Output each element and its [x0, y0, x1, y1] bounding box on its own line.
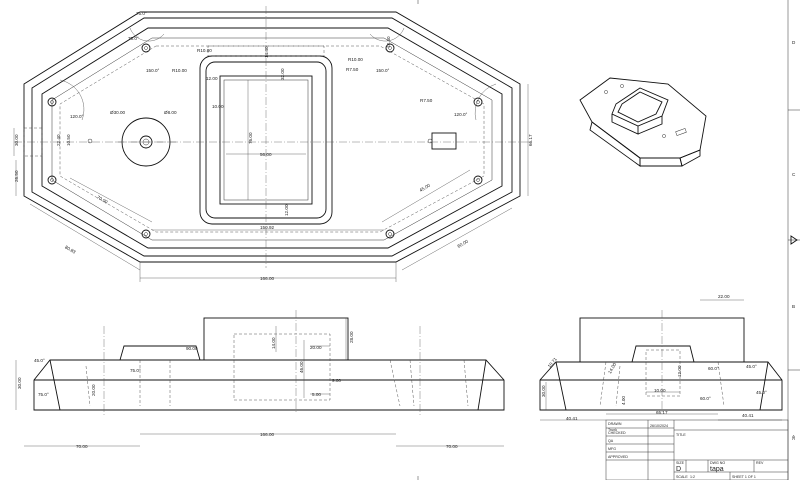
- dim-text: 10.50: [66, 134, 71, 146]
- mount-hole: [47, 97, 57, 107]
- side-view: 22.00 10.71 14.00 30.00 60.0° 45.0° 60.0…: [539, 294, 783, 421]
- dim-text: 45.0°: [746, 364, 757, 369]
- dim-text: Ø30.00: [110, 110, 126, 115]
- dim-text: 10.71: [547, 356, 559, 368]
- mount-hole: [385, 43, 395, 53]
- row-marker-a: A: [792, 434, 796, 439]
- dim-text: 10.00: [654, 388, 666, 393]
- row-marker-c: C: [792, 172, 796, 177]
- dim-text: 5.00: [312, 392, 321, 397]
- dim-text: 28.00: [349, 331, 354, 343]
- dim-text: 70.00: [76, 444, 88, 449]
- dim-text: 60.00: [457, 239, 470, 249]
- rev-label: REV: [756, 461, 764, 465]
- dim-text: 12.00: [284, 204, 289, 216]
- dim-text: 166.00: [260, 276, 274, 281]
- dim-text: 66.17: [528, 134, 533, 146]
- dim-text: 65.17: [656, 410, 668, 415]
- dim-text: 60.0°: [708, 366, 719, 371]
- dim-text: 150.0°: [146, 68, 159, 73]
- dim-text: 70.00: [96, 195, 109, 205]
- dim-text: 12.00: [677, 365, 682, 377]
- top-view: 75.0° 75.0° 150.0° R10.00 R10.00 14.40 1…: [13, 6, 533, 282]
- dim-text: 30.00: [17, 377, 22, 389]
- dim-text: R10.00: [197, 48, 212, 53]
- dim-text: 75.0°: [130, 368, 141, 373]
- dim-text: Ø8.00: [164, 110, 177, 115]
- dim-text: 120.0°: [70, 114, 83, 119]
- dim-text: 22.40: [56, 134, 61, 146]
- dim-text: 70.00: [446, 444, 458, 449]
- dim-text: 60.0°: [700, 396, 711, 401]
- dim-text: 26.50: [14, 170, 19, 182]
- dim-text: 75.0°: [38, 392, 49, 397]
- dwg-label: DWG NO: [710, 461, 725, 465]
- sheet-value: SHEET 1 OF 1: [732, 475, 756, 479]
- dim-text: 46.00: [299, 361, 304, 373]
- dim-text: 14.00: [607, 362, 617, 375]
- size-value: D: [676, 466, 681, 473]
- dim-text: 56.00: [260, 152, 272, 157]
- mount-hole: [47, 175, 57, 185]
- isometric-view: [579, 77, 707, 167]
- qa-label: QA: [608, 439, 614, 443]
- dwg-value: tapa: [710, 466, 724, 473]
- dim-text: 20.00: [91, 384, 96, 396]
- mfg-label: MFG: [608, 447, 616, 451]
- dim-text: 80.83: [64, 245, 77, 255]
- drawn-date: 26/10/2024: [650, 424, 668, 428]
- dim-text: 14.40: [386, 36, 391, 48]
- mount-hole: [473, 175, 483, 185]
- switch-slot: [431, 132, 457, 150]
- checked-label: CHECKED: [608, 431, 626, 435]
- dim-text: 90.00: [186, 346, 198, 351]
- dim-text: 75.0°: [128, 36, 139, 41]
- dim-text: 45.00: [419, 183, 432, 193]
- dim-text: 30.00: [541, 385, 546, 397]
- dim-text: 20.00: [310, 345, 322, 350]
- approved-label: APPROVED: [608, 455, 628, 459]
- dim-text: 12.00: [206, 76, 218, 81]
- mount-hole: [141, 229, 151, 239]
- dim-text: 150.92: [260, 225, 274, 230]
- dim-text: 40.41: [742, 413, 754, 418]
- dim-text: 76.00: [248, 132, 253, 144]
- row-marker-d: D: [792, 40, 796, 45]
- center-arrow-icon: [790, 235, 798, 245]
- dim-text: R10.00: [348, 57, 363, 62]
- col-marker-a: A: [792, 436, 796, 441]
- mount-hole: [385, 229, 395, 239]
- mount-hole: [473, 97, 483, 107]
- front-view: 45.0° 75.0° 75.0° 30.00 20.00 90.00 14.0…: [15, 310, 505, 449]
- dim-text: 40.41: [566, 416, 578, 421]
- dim-text: 14.40: [264, 46, 269, 58]
- dim-text: 10.00: [212, 104, 224, 109]
- dim-text: 150.0°: [376, 68, 389, 73]
- sheet-border: D C B A: [417, 0, 800, 480]
- dim-text: R10.00: [172, 68, 187, 73]
- title-block: DRAWN Trunk 26/10/2024 CHECKED QA MFG AP…: [605, 419, 796, 480]
- dim-text: 45.0°: [756, 390, 767, 395]
- dim-text: R7.50: [420, 98, 433, 103]
- dim-text: 30.00: [14, 134, 19, 146]
- drawn-label: DRAWN: [608, 422, 622, 426]
- dim-text: 45.0°: [34, 358, 45, 363]
- dim-text: 9.00: [332, 378, 341, 383]
- dim-text: R7.50: [346, 67, 359, 72]
- row-marker-b: B: [792, 304, 795, 309]
- dim-text: 32.00: [280, 68, 285, 80]
- dim-text: 120.0°: [454, 112, 467, 117]
- mount-hole: [141, 43, 151, 53]
- title-label: TITLE: [676, 433, 686, 437]
- dim-text: 4.00: [621, 396, 626, 405]
- dim-text: 22.00: [718, 294, 730, 299]
- drawn-name: Trunk: [608, 428, 617, 432]
- dim-text: 75.0°: [136, 11, 147, 16]
- size-label: SIZE: [676, 461, 685, 465]
- dim-text: 166.00: [260, 432, 274, 437]
- dim-text: 14.00: [271, 337, 276, 349]
- scale-value: 1:2: [690, 475, 695, 479]
- scale-label: SCALE: [676, 475, 688, 479]
